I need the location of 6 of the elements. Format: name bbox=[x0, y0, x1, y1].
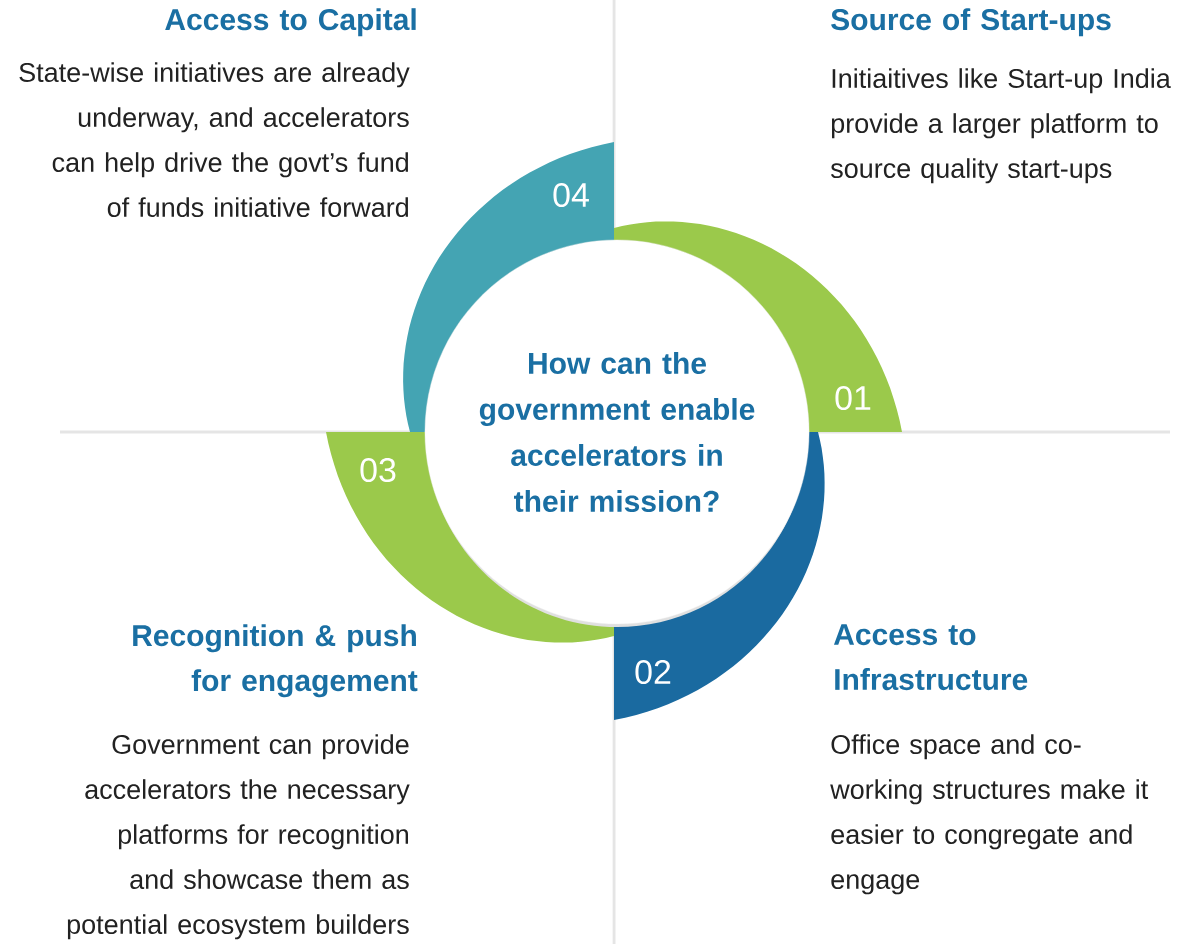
heading: Source of Start-ups bbox=[831, 8, 1111, 37]
description-text: Office space and co- working structures make it easier to congregate and engage bbox=[830, 734, 1149, 895]
description-text: Initiaitives like Start-up India provide a larger platform to source quality start-ups bbox=[830, 68, 1171, 184]
description-text: Government can provide accelerators the necessary platforms for recognition and showcase them as potential ecosystem builders bbox=[67, 734, 410, 940]
heading: Access to Infrastructure bbox=[833, 624, 1028, 691]
heading: Access to Capital bbox=[165, 8, 416, 37]
